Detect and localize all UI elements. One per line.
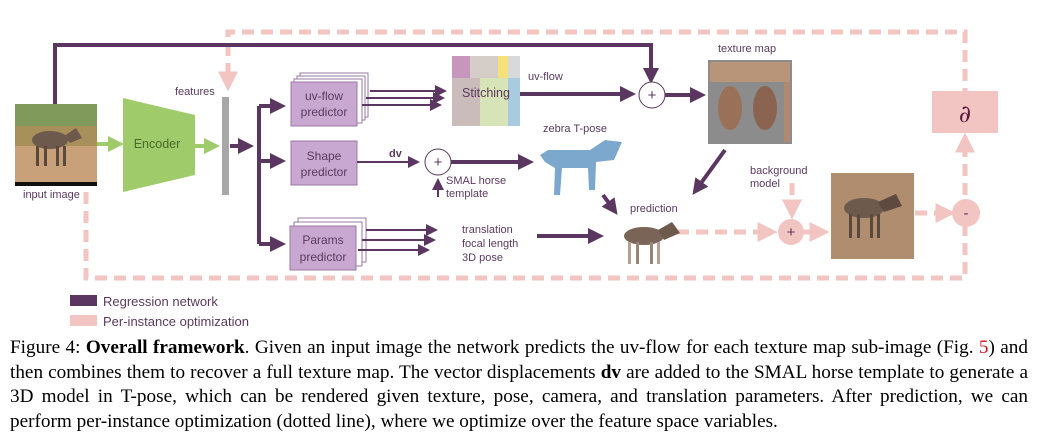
input-image-label: input image [23, 189, 80, 201]
params-outputs [358, 224, 438, 256]
translation-label: translation [462, 224, 513, 236]
features-bar [222, 97, 229, 195]
figure-caption: Figure 4: Overall framework. Given an in… [10, 336, 1028, 434]
params-predictor-label-2: predictor [300, 250, 347, 264]
uv-flow-predictor-label-2: predictor [301, 105, 348, 119]
tpose-to-prediction-arrow [601, 193, 618, 215]
zebra-tpose-label: zebra T-pose [543, 123, 607, 135]
features-label: features [175, 86, 215, 98]
uv-flow-predictor: uv-flow predictor [290, 72, 369, 127]
caption-title: Overall framework [85, 337, 245, 358]
minus-node [952, 199, 980, 227]
stitching-label: Stitching [462, 86, 510, 100]
params-predictor: Params predictor [289, 217, 367, 271]
shape-predictor-label-2: predictor [301, 165, 348, 179]
legend-label-regression: Regression network [103, 294, 218, 309]
encoder-label: Encoder [134, 137, 181, 151]
zebra-tpose-mesh [540, 140, 622, 195]
texture-map-label: texture map [718, 43, 776, 55]
legend-label-optimization: Per-instance optimization [103, 314, 249, 329]
input-image [15, 104, 97, 186]
caption-text-1: . Given an input image the network predi… [244, 337, 979, 358]
uv-flow-outputs [362, 85, 447, 111]
framework-diagram: input image Encoder features uv-flow pre… [15, 29, 998, 329]
prediction-label: prediction [630, 203, 678, 215]
background-label-2: model [750, 178, 780, 190]
caption-figure-number: Figure 4: [10, 337, 81, 358]
shape-predictor-label-1: Shape [307, 149, 342, 163]
legend-swatch-regression [70, 295, 97, 306]
smal-label-2: template [446, 188, 488, 200]
background-label-1: background [750, 165, 808, 177]
minus-sign: - [964, 205, 969, 222]
caption-text-2: ) and then combines them to recover a fu… [10, 337, 1028, 383]
texture-map-image [708, 60, 792, 144]
texture-plus-sign: + [648, 87, 657, 104]
caption-text-3: are added to the SMAL horse template to … [10, 361, 1029, 432]
uv-flow-label: uv-flow [528, 71, 563, 83]
background-plus-sign: + [787, 224, 796, 241]
caption-bold-term: dv [600, 361, 621, 383]
focal-length-label: focal length [462, 238, 518, 250]
params-predictor-label-1: Params [302, 233, 343, 247]
figure-reference-link[interactable]: 5 [978, 337, 989, 358]
prediction-zebra [624, 222, 680, 264]
optimization-loop [83, 29, 975, 281]
background-plus-node [778, 219, 804, 245]
composite-image [831, 173, 914, 259]
dv-label: dv [389, 148, 403, 160]
stitching-block: Stitching [452, 56, 520, 126]
encoder-block [123, 98, 195, 192]
skip-connection-arrow [53, 43, 659, 104]
uv-flow-predictor-label-1: uv-flow [305, 89, 343, 103]
shape-plus-sign: + [434, 154, 443, 171]
smal-label-1: SMAL horse [446, 175, 506, 187]
partial-derivative-symbol: ∂ [959, 100, 971, 128]
texture-to-prediction-arrow [692, 148, 727, 195]
legend: Regression network Per-instance optimiza… [70, 294, 249, 329]
legend-swatch-optimization [70, 315, 97, 326]
3d-pose-label: 3D pose [462, 252, 503, 264]
partial-derivative-box [932, 91, 998, 133]
branch-arrows [230, 98, 286, 252]
